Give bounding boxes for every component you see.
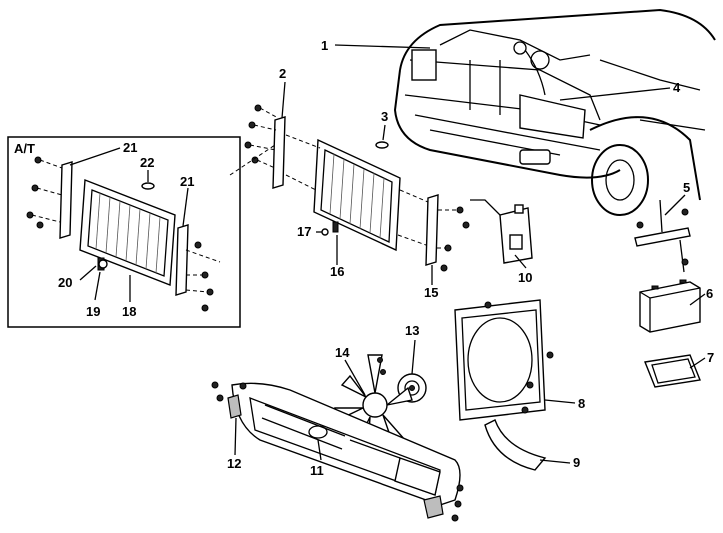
grille-clip xyxy=(211,381,464,522)
callout-21-left: 21 xyxy=(123,140,137,155)
callout-12: 12 xyxy=(227,456,241,471)
callout-13: 13 xyxy=(405,323,419,338)
headlight-right xyxy=(519,94,586,139)
grille xyxy=(231,382,461,519)
inset-label: A/T xyxy=(14,141,35,156)
radiator-drain xyxy=(332,221,339,233)
at-radiator xyxy=(79,179,176,286)
at-cap xyxy=(141,182,155,190)
at-bracket-left xyxy=(59,161,73,239)
radiator-cap xyxy=(375,141,389,149)
radiator-bolts xyxy=(244,104,470,272)
callout-9: 9 xyxy=(573,455,580,470)
callout-16: 16 xyxy=(330,264,344,279)
callout-19: 19 xyxy=(86,304,100,319)
reservoir-tank xyxy=(470,199,533,264)
callout-2: 2 xyxy=(279,66,286,81)
callout-6: 6 xyxy=(706,286,713,301)
at-bracket-right xyxy=(175,224,189,296)
callout-15: 15 xyxy=(424,285,438,300)
callout-3: 3 xyxy=(381,109,388,124)
callout-14: 14 xyxy=(335,345,350,360)
callout-10: 10 xyxy=(518,270,532,285)
callout-11: 11 xyxy=(310,463,324,478)
callout-7: 7 xyxy=(707,350,714,365)
callout-8: 8 xyxy=(578,396,585,411)
battery xyxy=(639,279,701,333)
at-inset: A/T xyxy=(7,136,241,328)
radiator-assembly xyxy=(229,104,470,272)
callout-17: 17 xyxy=(297,224,311,239)
headlight-left xyxy=(411,49,437,81)
callout-labels: 1 2 3 4 5 6 7 8 9 10 11 12 13 14 15 16 1… xyxy=(58,38,714,478)
callout-20: 20 xyxy=(58,275,72,290)
callout-5: 5 xyxy=(683,180,690,195)
battery-holder xyxy=(634,199,691,273)
leader-lines xyxy=(69,44,706,464)
battery-tray xyxy=(644,354,701,388)
fan-shroud xyxy=(454,299,554,421)
callout-1: 1 xyxy=(321,38,328,53)
vehicle-front xyxy=(393,8,716,216)
callout-21-right: 21 xyxy=(180,174,194,189)
radiator-core xyxy=(313,138,401,252)
radiator-bracket-upper xyxy=(272,116,286,189)
callout-18: 18 xyxy=(122,304,136,319)
callout-4: 4 xyxy=(673,80,681,95)
radiator-bracket-lower xyxy=(425,194,439,266)
lower-shroud xyxy=(484,419,547,471)
callout-22: 22 xyxy=(140,155,154,170)
